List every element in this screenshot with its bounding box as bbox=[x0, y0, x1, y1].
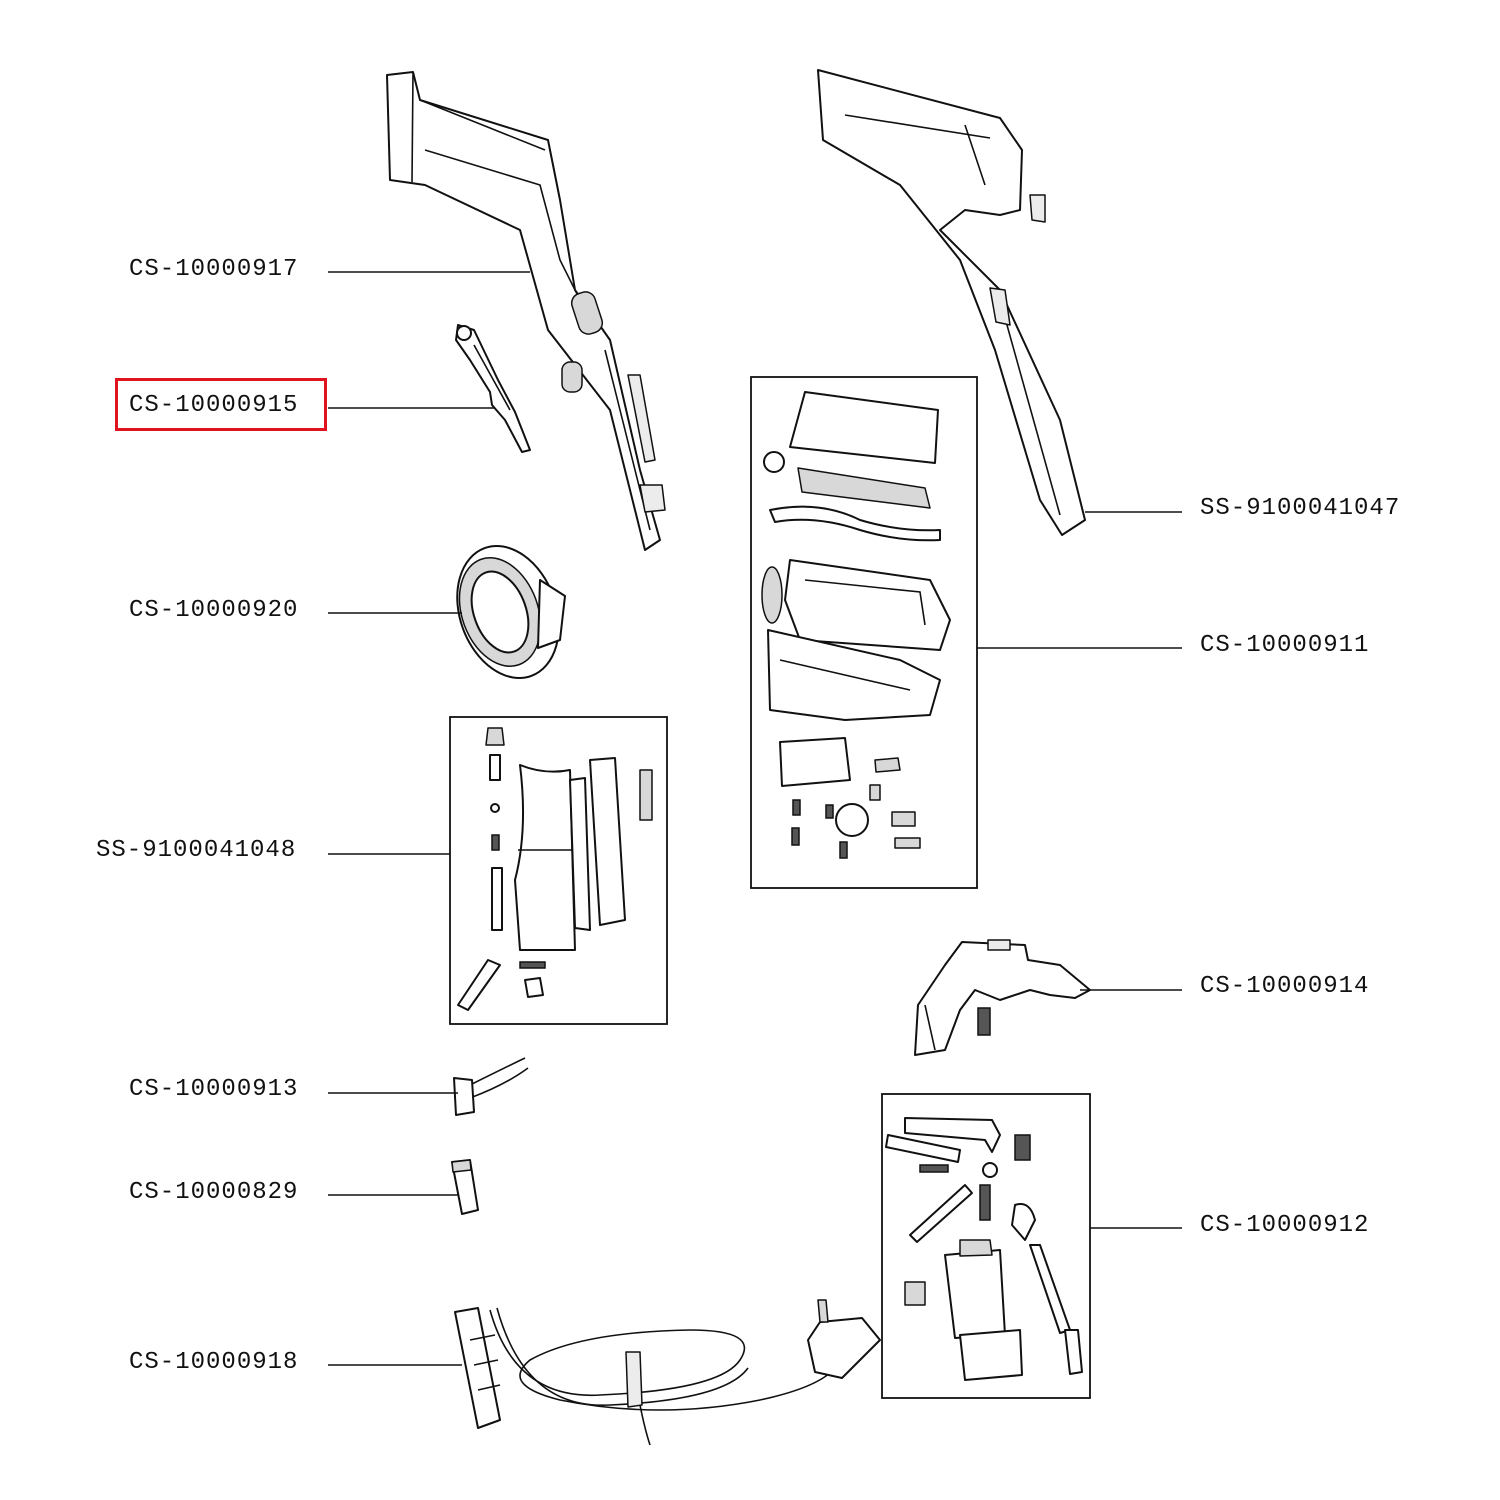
leader-lines bbox=[328, 271, 1182, 1366]
power-cord-part bbox=[454, 1299, 881, 1446]
label-cs-10000913[interactable]: CS-10000913 bbox=[129, 1076, 299, 1103]
trigger-part bbox=[455, 324, 531, 453]
label-cs-10000918[interactable]: CS-10000918 bbox=[129, 1349, 299, 1376]
label-cs-10000911[interactable]: CS-10000911 bbox=[1200, 632, 1370, 659]
handle-left-half-part bbox=[386, 71, 666, 551]
fuse-part bbox=[451, 1159, 479, 1215]
pump-assembly-box bbox=[881, 1093, 1091, 1399]
label-cs-10000914[interactable]: CS-10000914 bbox=[1200, 973, 1370, 1000]
label-cs-10000920[interactable]: CS-10000920 bbox=[129, 597, 299, 624]
nozzle-brush-part bbox=[456, 545, 566, 679]
label-cs-10000915[interactable]: CS-10000915 bbox=[129, 392, 299, 419]
handle-right-half-part bbox=[817, 69, 1086, 536]
connector-part bbox=[453, 1057, 529, 1116]
label-cs-10000829[interactable]: CS-10000829 bbox=[129, 1179, 299, 1206]
body-assembly-box bbox=[750, 376, 978, 889]
label-ss-9100041047[interactable]: SS-9100041047 bbox=[1200, 495, 1401, 522]
selected-part-highlight bbox=[115, 378, 327, 431]
switch-part bbox=[914, 939, 1091, 1056]
label-cs-10000912[interactable]: CS-10000912 bbox=[1200, 1212, 1370, 1239]
label-ss-9100041048[interactable]: SS-9100041048 bbox=[96, 837, 297, 864]
tank-assembly-box bbox=[449, 716, 668, 1025]
label-cs-10000917[interactable]: CS-10000917 bbox=[129, 256, 299, 283]
